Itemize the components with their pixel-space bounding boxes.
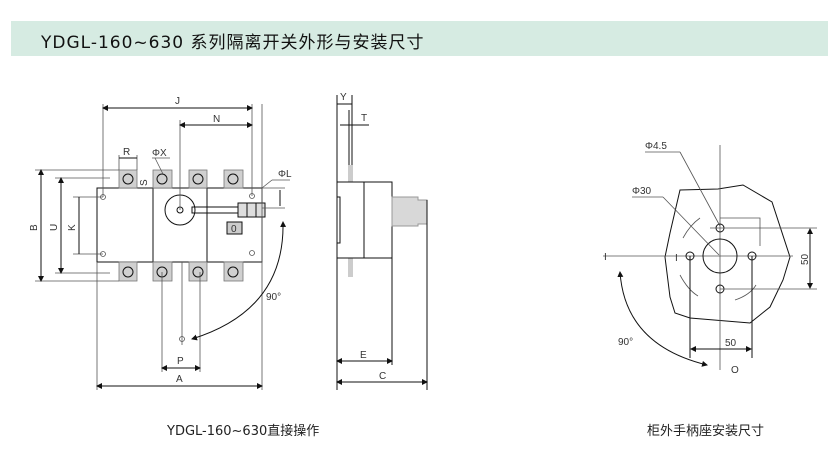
on-position-label: I (604, 252, 607, 263)
dim-P: P (177, 356, 184, 367)
mount-view: Φ4.5 Φ30 50 50 I I O 90° (603, 141, 817, 376)
title-bar: YDGL-160~630 系列隔离开关外形与安装尺寸 (11, 21, 828, 56)
dim-K: K (67, 224, 78, 231)
side-view: Y T E C (336, 92, 428, 390)
handle-knob (391, 196, 428, 227)
dim-U: U (49, 224, 60, 231)
cutout-outline (664, 184, 791, 324)
center-bore (702, 238, 738, 274)
dim-C: C (379, 371, 386, 382)
dim-phi-l: ΦL (278, 169, 292, 180)
dim-T: T (361, 113, 367, 124)
dim-horizontal-50: 50 (725, 338, 737, 349)
terminals-top (118, 169, 244, 189)
dim-B: B (29, 224, 40, 231)
front-view: 0 J N R ΦX ΦL S B U (29, 96, 292, 390)
dim-A: A (176, 374, 183, 385)
dim-J: J (175, 96, 180, 107)
indicator-label: 0 (231, 224, 237, 235)
on-position-label-inner: I (675, 253, 678, 264)
dim-Y: Y (340, 92, 347, 103)
off-position-label: O (731, 365, 739, 376)
hole-diameter: Φ4.5 (645, 141, 667, 152)
dim-N: N (213, 114, 220, 125)
dim-S: S (139, 179, 150, 186)
dim-E: E (360, 350, 367, 361)
dim-vertical-50: 50 (800, 253, 811, 265)
rotation-angle: 90° (618, 337, 633, 348)
caption-direct-operation: YDGL-160~630直接操作 (167, 424, 320, 439)
dim-R: R (123, 147, 130, 158)
rotation-angle: 90° (266, 292, 281, 303)
bore-diameter: Φ30 (632, 186, 652, 197)
page-title: YDGL-160~630 系列隔离开关外形与安装尺寸 (41, 33, 425, 53)
caption-external-handle: 柜外手柄座安装尺寸 (647, 424, 765, 439)
terminals-bottom (118, 261, 244, 282)
dim-phi-x: ΦX (152, 148, 167, 159)
